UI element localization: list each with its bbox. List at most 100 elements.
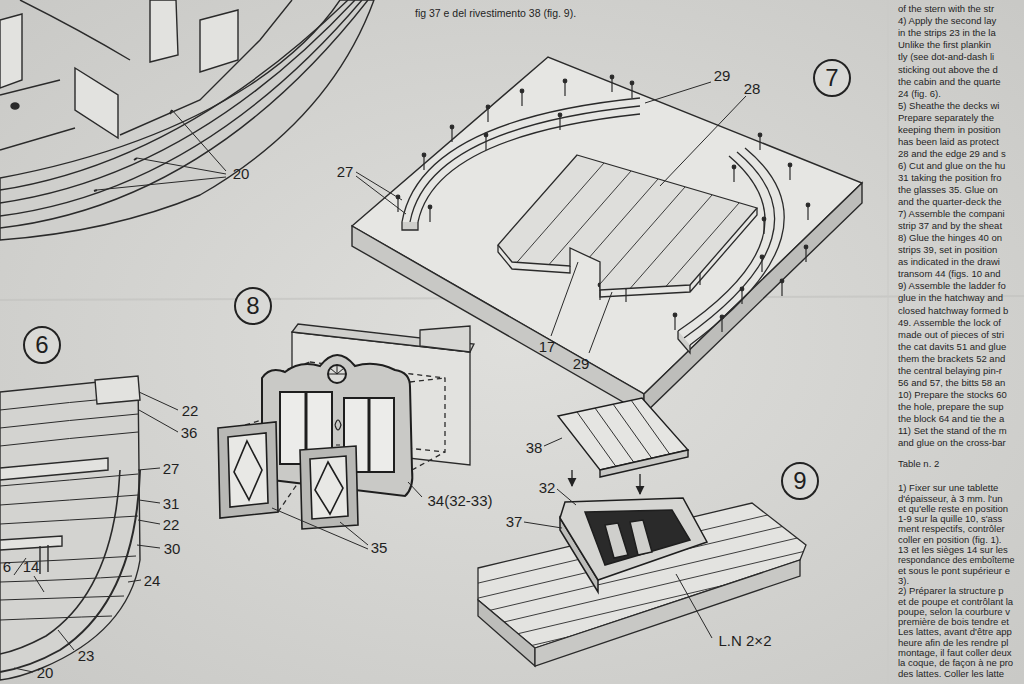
pins [762,217,766,221]
pins [484,133,488,137]
leader-lines [128,580,141,582]
leader-lines [14,668,33,672]
hull-drawing [150,0,178,62]
pins [429,208,430,222]
callout-number: 20 [233,166,250,181]
instruction-text: poupe, selon la courbure v [898,607,1010,617]
callout-number: 17 [539,339,556,354]
instruction-text: 10) Prepare the stocks 60 [898,390,1007,400]
window-panes [218,422,278,518]
hull-drawing [75,68,118,138]
instruction-text: 49. Assemble the lock of [898,318,1001,328]
instruction-text: 11) Set the stand of the m [898,426,1007,436]
leader-lines [356,176,406,214]
callout-number: 23 [78,648,95,663]
deck-planking [484,155,757,340]
window-panes [218,422,358,529]
figure-number-circle: 8 [234,287,272,325]
instruction-text: coller en position (fig. 1). [898,535,1002,545]
pins [451,128,452,142]
instruction-text: as indicated in the drawi [898,257,1000,267]
instruction-text: 1-9 sur la quille 10, s'ass [898,514,1002,524]
leader-lines [137,545,160,548]
callout-number: 32 [539,480,556,495]
pins [559,116,560,130]
instruction-text: the cat davits 51 and glue [898,342,1006,352]
instruction-text: 2) Préparer la structure p [898,586,1004,596]
instruction-text: Unlike the first plankin [898,40,991,50]
pins [630,81,634,85]
deck-planking [538,179,658,316]
hull-drawing [0,0,368,228]
instruction-text: the glasses 35. Glue on [898,185,998,195]
callout-number: 22 [182,403,199,418]
leader-lines [139,410,178,432]
stern-hull [0,596,124,600]
leader-lines [408,482,422,497]
hull-drawing [0,128,75,150]
hatch-cover [600,450,688,477]
instruction-text: 6) Cut and glue on the hu [898,161,1005,171]
hull-drawing [0,0,355,203]
hatch-coaming [560,498,707,592]
hatch-cover [572,405,622,475]
pins [806,203,810,207]
instruction-text: 4) Apply the second lay [898,16,996,26]
hull-drawing [0,0,374,240]
figure-number-circle: 7 [813,59,851,97]
callout-number: 36 [181,425,198,440]
instruction-text: made out of pieces of stri [898,330,1004,340]
instruction-text: tly (see dot-and-dash li [898,52,994,62]
instruction-text: première de bois tendre et [898,617,1009,627]
leader-lines [138,520,160,524]
window-panes [228,433,268,507]
instruction-text: 5) Sheathe the decks wi [898,101,999,111]
stern-panel [420,326,470,352]
callout-number: 14 [23,559,40,574]
pins [428,205,432,209]
instruction-text: et qu'elle reste en position [898,504,1008,514]
hatch-cover [590,401,640,471]
leader-lines [551,262,578,336]
leader-lines [524,522,562,528]
callout-number: 27 [337,164,354,179]
leader-lines [544,438,562,446]
leader-lines [138,468,160,470]
pins [674,316,675,330]
hatch-coaming [605,523,628,558]
pins [485,136,486,150]
pins [396,75,810,332]
instruction-text: 9) Assemble the ladder fo [898,281,1006,291]
instruction-text: 8) Glue the hinges 40 on [898,233,1002,243]
pins [721,318,722,332]
deck-section [470,503,810,666]
pins [487,108,488,122]
callout-number: 31 [163,496,180,511]
pins [759,136,760,150]
pins [673,313,677,317]
deck-section [478,600,535,666]
pins [631,84,632,98]
callout-number: L.N 2×2 [719,633,772,648]
leader-lines [645,82,711,103]
hatch-coaming [560,498,707,580]
callout-number: 35 [371,540,388,555]
instruction-text: 3). [898,576,909,586]
leader-lines [58,630,74,650]
leader-lines [356,172,402,200]
instruction-text: Table n. 2 [898,459,939,469]
instruction-text: ment respectifs, contrôler [898,524,1005,534]
hull-drawing [200,10,238,72]
instruction-text: la coque, de façon à ne pro [898,658,1013,668]
instruction-text: the hole, prepare the sup [898,402,1004,412]
hatch-coaming [630,520,652,555]
pins [789,166,790,180]
instruction-text: 24 (fig. 6). [898,89,941,99]
rail-strips [678,331,690,353]
ornate-frame [335,420,341,445]
callout-number: 30 [164,541,181,556]
hatch-cover [626,393,676,463]
leader-lines [676,574,712,638]
